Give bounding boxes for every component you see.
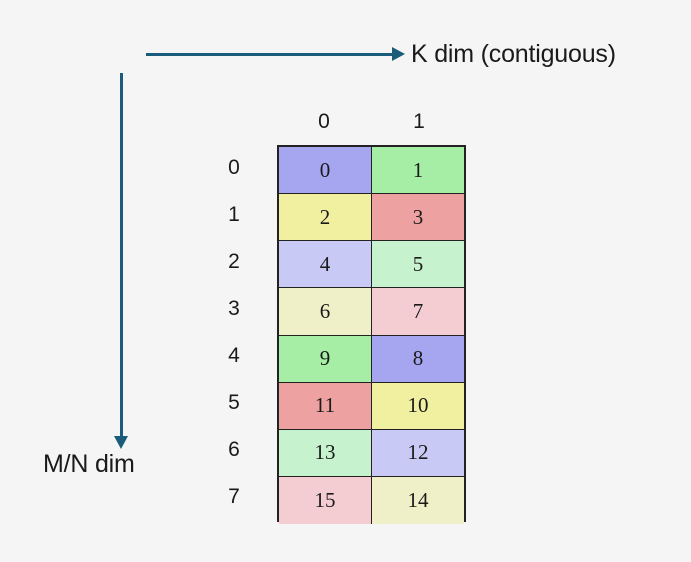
k-dim-arrow-head-icon (392, 47, 405, 61)
grid-cell-4-0: 9 (279, 335, 372, 383)
grid-cell-7-0: 15 (279, 476, 372, 524)
grid-cell-2-0: 4 (279, 241, 372, 289)
k-dim-arrow-line (146, 53, 394, 56)
grid-cell-5-0: 11 (279, 382, 372, 430)
grid-cell-6-1: 12 (372, 429, 464, 477)
grid-cell-0-0: 0 (279, 147, 372, 195)
grid-cell-2-1: 5 (372, 241, 464, 289)
mn-dim-arrow-head-icon (114, 436, 128, 449)
row-header-1: 1 (228, 202, 240, 226)
row-header-6: 6 (228, 438, 240, 462)
grid-cell-3-0: 6 (279, 288, 372, 336)
grid-cell-0-1: 1 (372, 147, 464, 195)
row-header-2: 2 (228, 249, 240, 273)
grid-cell-1-1: 3 (372, 194, 464, 242)
column-header-0: 0 (318, 110, 330, 133)
k-dim-label: K dim (contiguous) (411, 40, 616, 68)
grid-cell-1-0: 2 (279, 194, 372, 242)
row-header-5: 5 (228, 391, 240, 415)
row-header-3: 3 (228, 296, 240, 320)
grid-cell-4-1: 8 (372, 335, 464, 383)
grid-cell-5-1: 10 (372, 382, 464, 430)
grid-cell-3-1: 7 (372, 288, 464, 336)
column-header-1: 1 (413, 110, 425, 133)
mn-dim-arrow-line (120, 73, 123, 439)
row-header-7: 7 (228, 485, 240, 509)
grid-cell-6-0: 13 (279, 429, 372, 477)
row-header-0: 0 (228, 155, 240, 179)
mn-dim-label: M/N dim (43, 450, 135, 478)
row-header-4: 4 (228, 344, 240, 368)
grid-cell-7-1: 14 (372, 476, 464, 524)
